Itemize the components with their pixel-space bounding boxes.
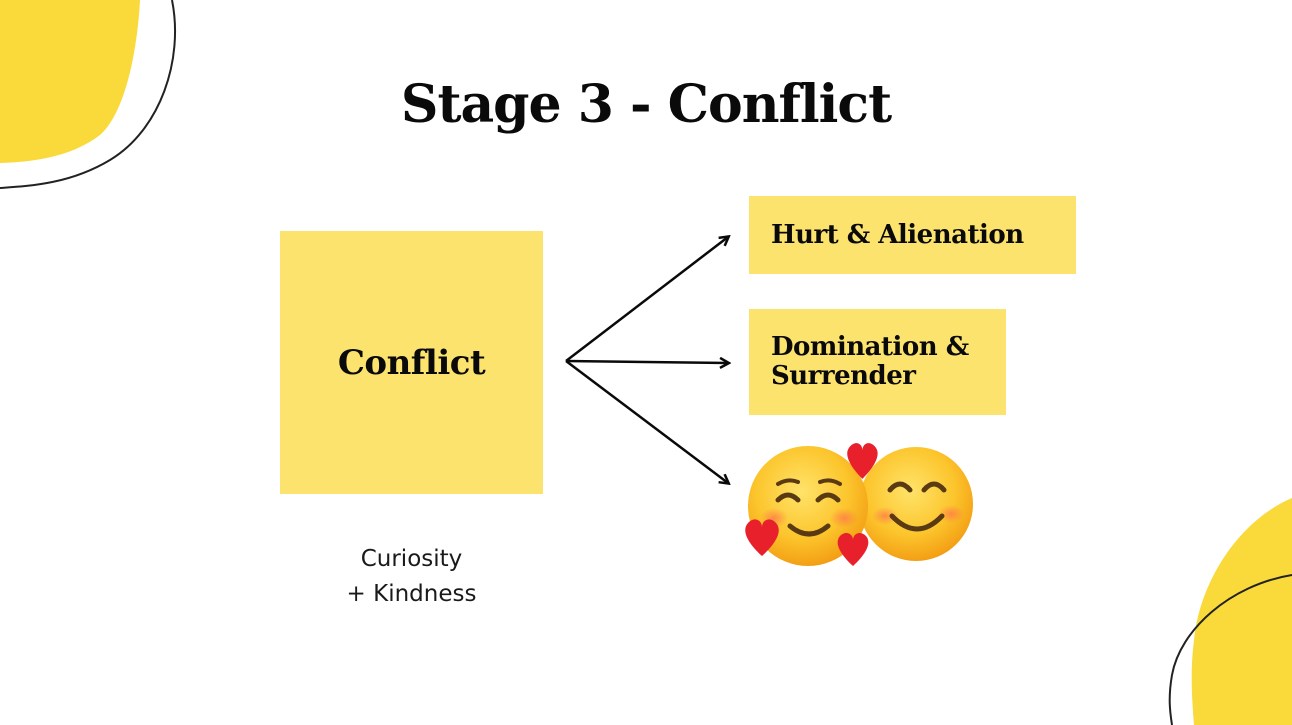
outcome-label: Hurt & Alienation [771, 219, 1024, 250]
arrow-to-domination-surrender [565, 361, 728, 363]
top-left-blob [0, 0, 176, 189]
smiling-faces-with-hearts-icon [745, 443, 973, 566]
arrow-to-smiling-faces [565, 360, 728, 483]
outcome-label: Domination & Surrender [771, 333, 984, 391]
conflict-box-label: Conflict [337, 342, 486, 383]
conflict-box: Conflict [280, 231, 543, 494]
outcome-box-domination-surrender: Domination & Surrender [749, 309, 1006, 415]
curiosity-kindness-note: Curiosity + Kindness [330, 542, 493, 612]
outcome-label-line: Surrender [771, 361, 916, 391]
arrow-to-hurt-alienation [565, 237, 728, 362]
note-line: Curiosity [360, 546, 463, 572]
bottom-right-blob [1168, 498, 1292, 725]
smiling-face-icon [859, 447, 973, 561]
heart-icon [745, 519, 779, 556]
note-line: + Kindness [346, 581, 477, 607]
heart-icon [837, 533, 869, 566]
outcome-box-hurt-alienation: Hurt & Alienation [749, 196, 1076, 274]
heart-icon [847, 443, 878, 479]
page-title: Stage 3 - Conflict [400, 74, 892, 135]
outcome-label-line: Domination & [771, 332, 969, 362]
smiling-face-with-hearts-icon [748, 446, 868, 566]
